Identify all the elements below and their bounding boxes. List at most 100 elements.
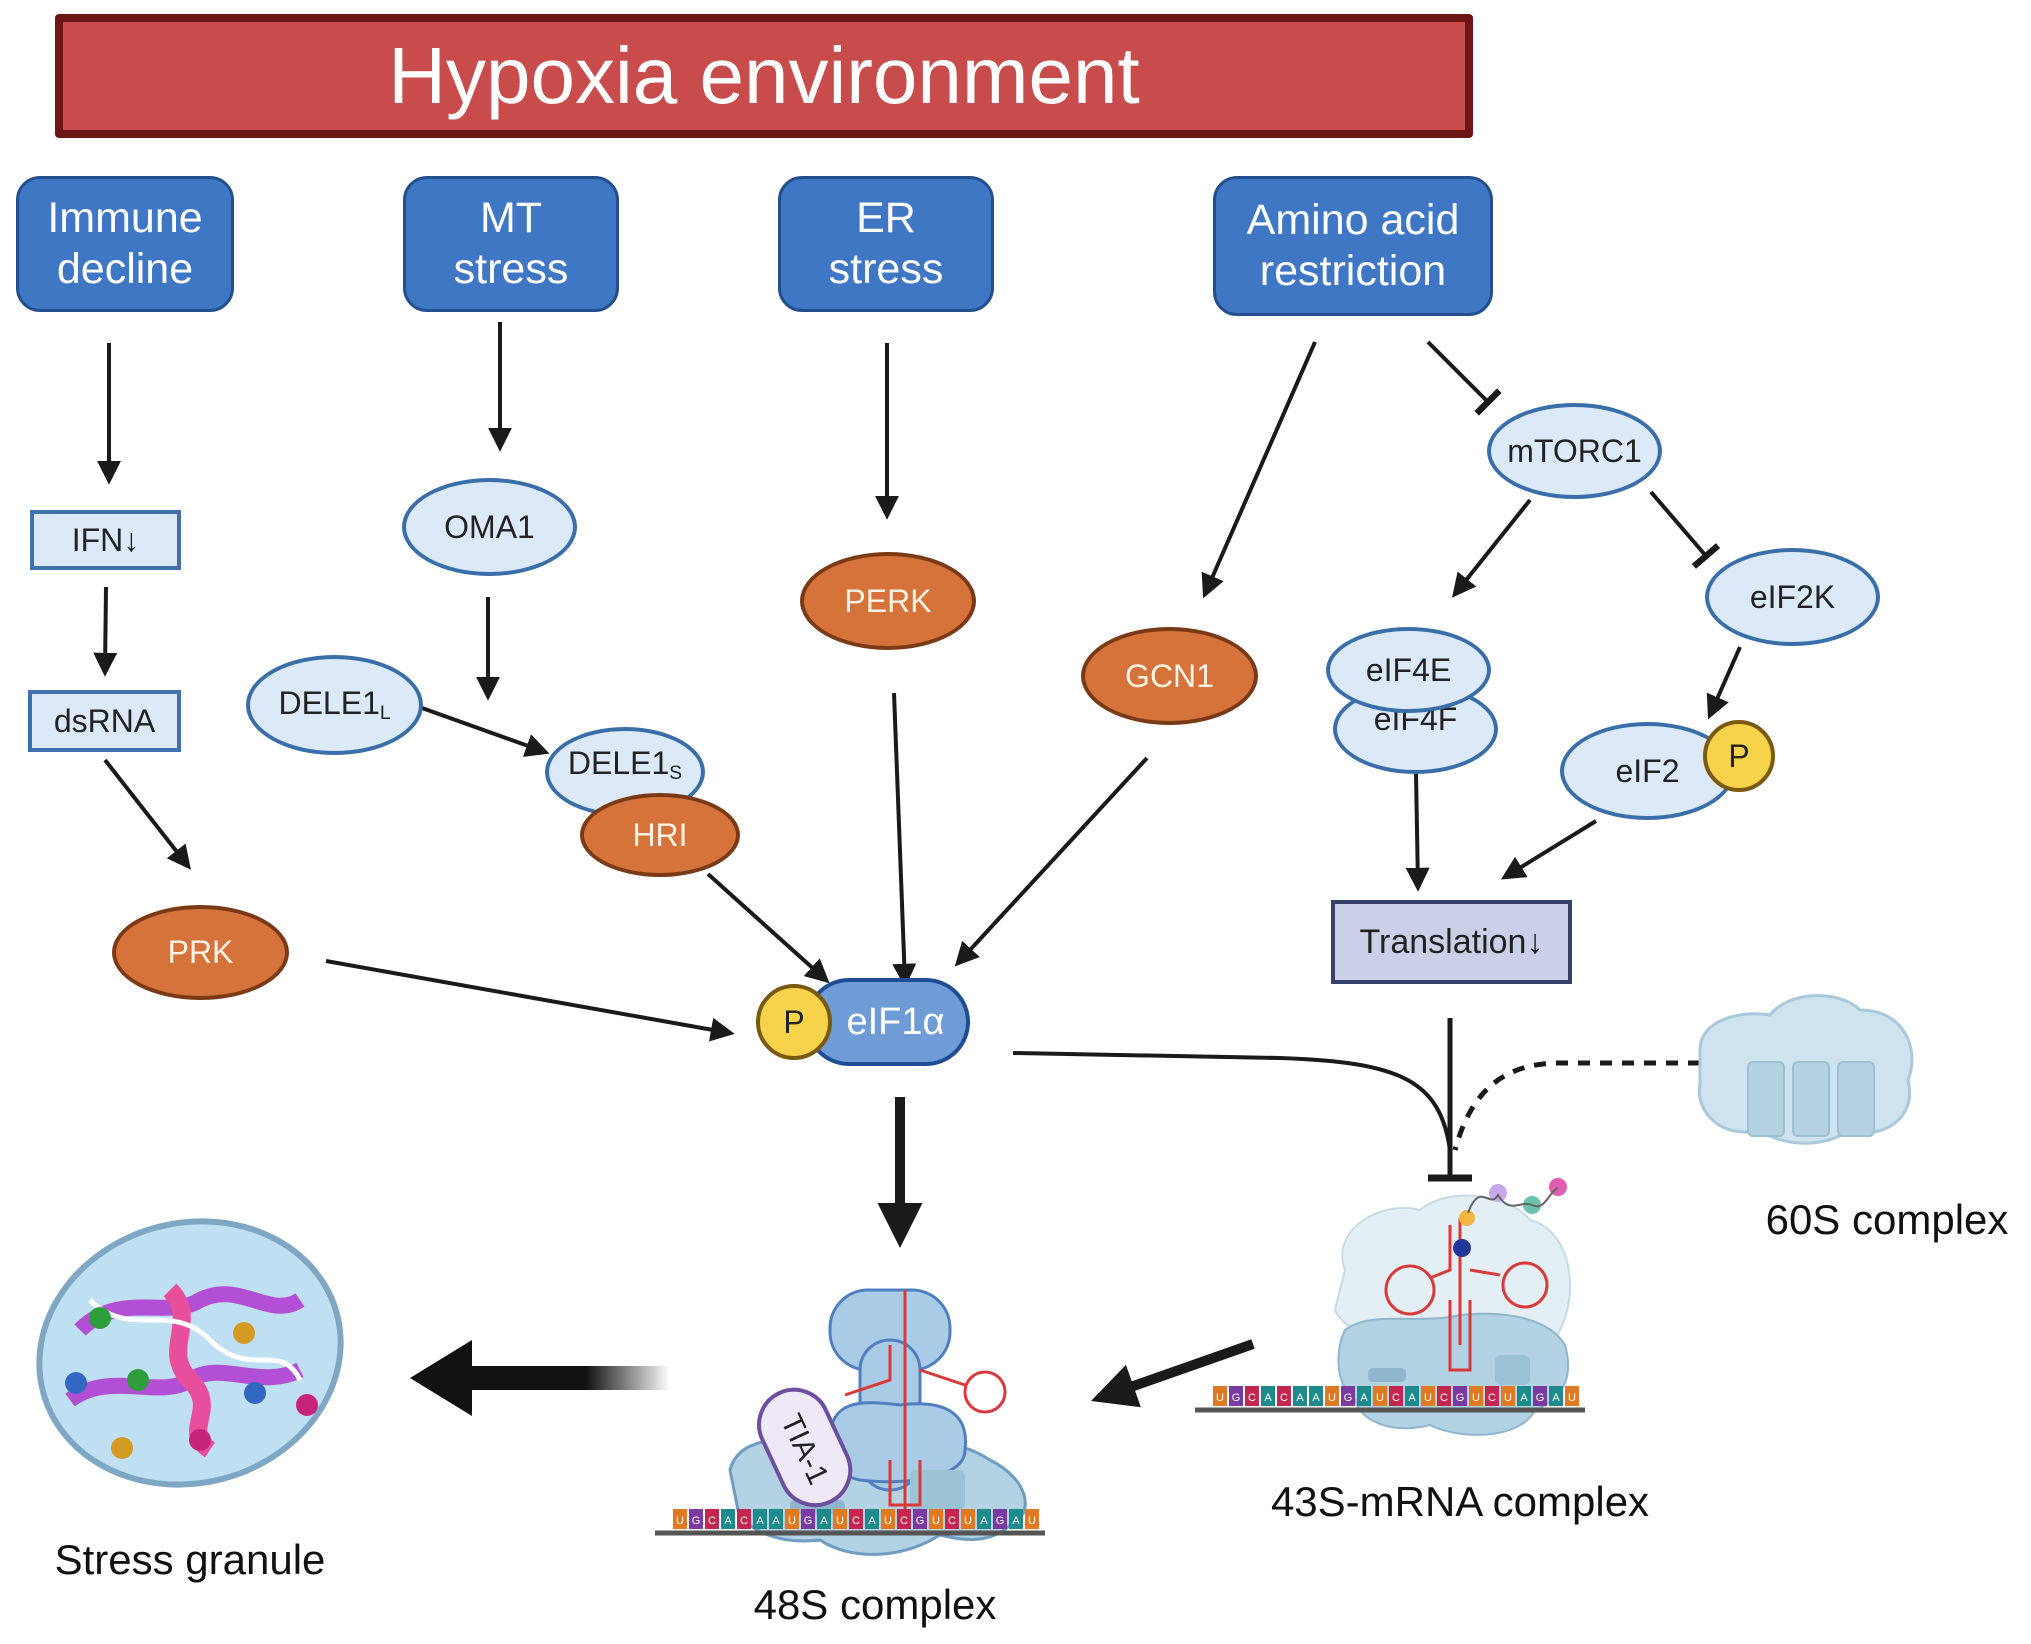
- nucleotide-letter: G: [1536, 1392, 1545, 1404]
- node-dsrna[interactable]: dsRNA: [28, 690, 181, 752]
- nucleotide-letter: G: [1456, 1392, 1465, 1404]
- nucleotide-letter: G: [1344, 1392, 1353, 1404]
- edge-gcn1-eif1a: [954, 756, 1149, 967]
- node-perk[interactable]: PERK: [800, 552, 976, 650]
- node-eif2k[interactable]: eIF2K: [1705, 548, 1880, 646]
- node-eif4e[interactable]: eIF4E: [1326, 627, 1491, 713]
- edge-prk-eif1a: [325, 959, 735, 1042]
- nucleotide: [1373, 1386, 1387, 1406]
- edge-amino-mtorc1: [1426, 340, 1502, 416]
- node-eif2-label: eIF2: [1615, 752, 1680, 789]
- nucleotide-letter: U: [1424, 1392, 1432, 1404]
- nucleotide-letter: G: [996, 1515, 1005, 1527]
- node-hri-label: HRI: [632, 816, 688, 853]
- nucleotide: [1245, 1386, 1259, 1406]
- nucleotide: [1213, 1386, 1227, 1406]
- nucleotide-letter: C: [852, 1515, 860, 1527]
- nucleotide: [929, 1509, 943, 1529]
- nucleotide: [1309, 1386, 1323, 1406]
- stimulus-amino-acid-restriction[interactable]: Amino acid restriction: [1213, 176, 1493, 316]
- edge-48s-sg-head: [410, 1340, 472, 1416]
- nucleotide-letter: U: [884, 1515, 892, 1527]
- node-eif1a[interactable]: eIF1α: [805, 978, 970, 1066]
- stimulus-label-line1: ER: [856, 194, 916, 243]
- nucleotide: [689, 1509, 703, 1529]
- node-perk-label: PERK: [844, 582, 932, 619]
- nucleotide: [977, 1509, 991, 1529]
- stimulus-immune-decline[interactable]: Immune decline: [16, 176, 234, 312]
- edge-eif2-translation: [1500, 819, 1598, 880]
- nucleotide-letter: A: [1408, 1392, 1416, 1404]
- label-60s-text: 60S complex: [1765, 1196, 2009, 1243]
- nucleotide-letter: A: [820, 1515, 828, 1527]
- label-48s-complex: 48S complex: [730, 1575, 1020, 1635]
- nucleotide-letter: U: [1568, 1392, 1576, 1404]
- edge-60s-43s-dashed: [1452, 1060, 1700, 1151]
- nucleotide-letter: A: [1520, 1392, 1528, 1404]
- nucleotide: [1469, 1386, 1483, 1406]
- stimulus-label-line2: stress: [828, 245, 944, 293]
- nucleotide-letter: U: [1216, 1392, 1224, 1404]
- nucleotide-letter: G: [804, 1515, 813, 1527]
- tia1-protein: TIA-1: [757, 1387, 853, 1508]
- nucleotide-letter: A: [1296, 1392, 1304, 1404]
- 60s-complex-icon: [1697, 994, 1914, 1145]
- nucleotide-letter: U: [1504, 1392, 1512, 1404]
- hypoxia-environment-banner: Hypoxia environment: [55, 14, 1473, 138]
- edge-48s-sg-shaft: [460, 1366, 670, 1390]
- nucleotide-letter: A: [1312, 1392, 1320, 1404]
- phospho-eif1a: P: [756, 984, 832, 1060]
- nucleotide: [833, 1509, 847, 1529]
- nucleotide: [993, 1509, 1007, 1529]
- stimulus-label-line2: stress: [453, 245, 569, 293]
- nucleotide: [961, 1509, 975, 1529]
- nucleotide: [945, 1509, 959, 1529]
- node-dsrna-label: dsRNA: [53, 702, 156, 739]
- node-prk[interactable]: PRK: [112, 905, 289, 1000]
- nucleotide-letter: A: [756, 1515, 764, 1527]
- nucleotide: [1501, 1386, 1515, 1406]
- nucleotide: [1341, 1386, 1355, 1406]
- node-dele1l-label: DELE1L: [278, 685, 390, 725]
- node-translation[interactable]: Translation↓: [1331, 900, 1572, 984]
- nucleotide-letter: G: [916, 1515, 925, 1527]
- stimulus-label-line1: Immune: [47, 194, 203, 243]
- nucleotide: [1421, 1386, 1435, 1406]
- node-dele1l[interactable]: DELE1L: [246, 655, 423, 755]
- stimulus-er-stress[interactable]: ER stress: [778, 176, 994, 312]
- stimulus-mt-stress[interactable]: MT stress: [403, 176, 619, 312]
- node-ifn[interactable]: IFN↓: [30, 510, 181, 570]
- phospho-label: P: [1728, 737, 1750, 774]
- node-gcn1[interactable]: GCN1: [1081, 627, 1258, 725]
- nucleotide: [817, 1509, 831, 1529]
- node-oma1[interactable]: OMA1: [402, 478, 577, 576]
- nucleotide: [1261, 1386, 1275, 1406]
- nucleotide-letter: U: [788, 1515, 796, 1527]
- node-hri[interactable]: HRI: [580, 793, 740, 877]
- label-48s-text: 48S complex: [753, 1581, 997, 1628]
- node-dele1s-label: DELE1S: [568, 745, 682, 785]
- nucleotide-letter: U: [1376, 1392, 1384, 1404]
- banner-title: Hypoxia environment: [388, 31, 1140, 120]
- dele1l-base: DELE1: [278, 685, 380, 722]
- edge-eif4f-translation: [1405, 772, 1430, 892]
- nucleotide-letter: A: [772, 1515, 780, 1527]
- node-prk-label: PRK: [167, 934, 234, 970]
- label-43s-text: 43S-mRNA complex: [1270, 1478, 1650, 1525]
- edge-eif1a-43s: [1012, 1051, 1452, 1151]
- nucleotide-letter: U: [1328, 1392, 1336, 1404]
- node-eif4e-label: eIF4E: [1365, 651, 1452, 688]
- nucleotide: [1025, 1509, 1039, 1529]
- nucleotide: [1549, 1386, 1563, 1406]
- nucleotide: [913, 1509, 927, 1529]
- edge-perk-eif1a: [892, 692, 917, 988]
- edge-mtorc1-eif2k: [1649, 490, 1721, 569]
- nucleotide-letter: U: [932, 1515, 940, 1527]
- node-mtorc1[interactable]: mTORC1: [1487, 403, 1662, 499]
- node-gcn1-label: GCN1: [1125, 657, 1214, 694]
- nucleotide-letter: C: [948, 1515, 956, 1527]
- nucleotide-letter: C: [740, 1515, 748, 1527]
- nucleotide: [1533, 1386, 1547, 1406]
